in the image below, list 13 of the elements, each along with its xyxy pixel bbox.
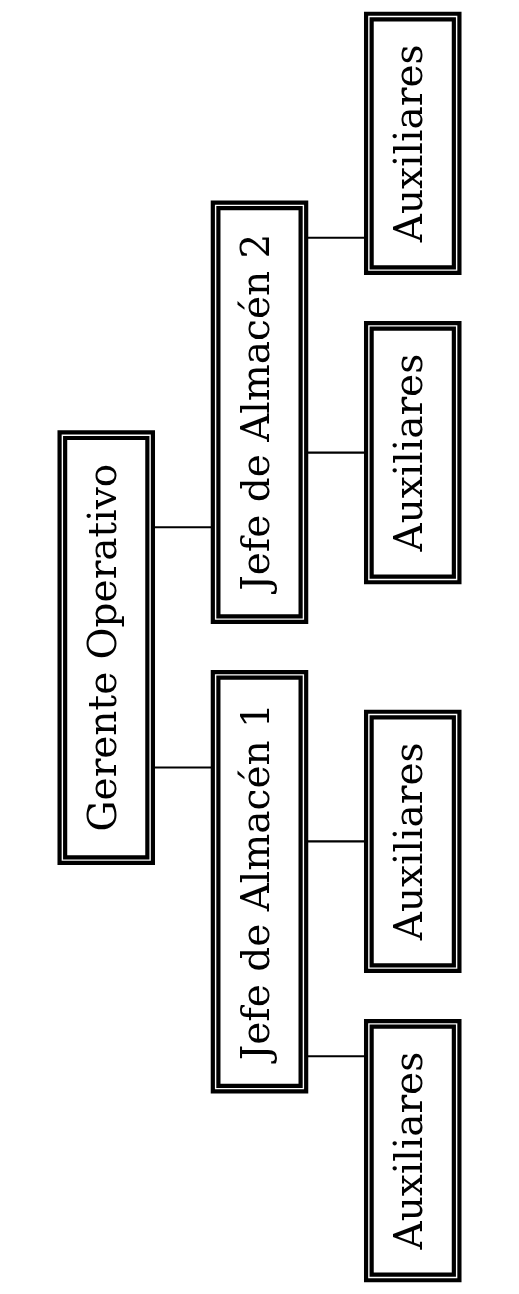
node-box: Auxiliares [364, 1019, 462, 1283]
connector [306, 236, 366, 239]
node-box: Jefe de Almacén 2 [210, 200, 309, 624]
node-box: Auxiliares [364, 321, 462, 585]
connector [153, 526, 213, 529]
node-box: Auxiliares [364, 11, 462, 275]
connector [153, 766, 213, 769]
node-box: Jefe de Almacén 1 [210, 670, 309, 1094]
node-box: Gerente Operativo [57, 430, 155, 866]
node-box: Auxiliares [364, 709, 462, 973]
connector [306, 840, 366, 843]
connector [306, 1055, 366, 1058]
connector [306, 451, 366, 454]
